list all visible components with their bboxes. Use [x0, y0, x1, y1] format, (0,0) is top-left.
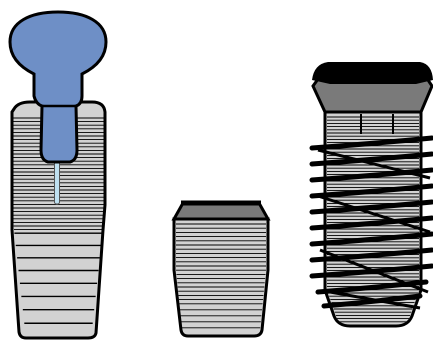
implant3-thread [309, 231, 433, 247]
abutment [8, 10, 108, 164]
implant3-thread [309, 151, 433, 167]
implant3-thread [309, 215, 433, 231]
implant3-collar-top [312, 62, 433, 84]
implant3-thread [309, 183, 433, 199]
implant3-thread [321, 293, 423, 309]
implant3-thread [309, 199, 433, 215]
threaded-implant [309, 62, 433, 328]
implant-with-abutment [8, 10, 108, 340]
implant3-thread-back [317, 194, 431, 234]
implant2-body [172, 217, 270, 338]
implant3-thread-back [319, 248, 429, 294]
implant3-thread-back [317, 148, 431, 180]
short-tapered-implant [171, 200, 271, 338]
implant3-thread [309, 263, 433, 279]
implant3-thread [309, 135, 433, 151]
implant3-thread [315, 279, 429, 295]
implant2-grooves [176, 223, 266, 329]
implant3-thread-back [329, 290, 421, 310]
implant3-thread [309, 167, 433, 183]
implant3-thread [309, 247, 433, 263]
implant1-pin [54, 157, 60, 205]
implant3-threads [309, 135, 433, 310]
